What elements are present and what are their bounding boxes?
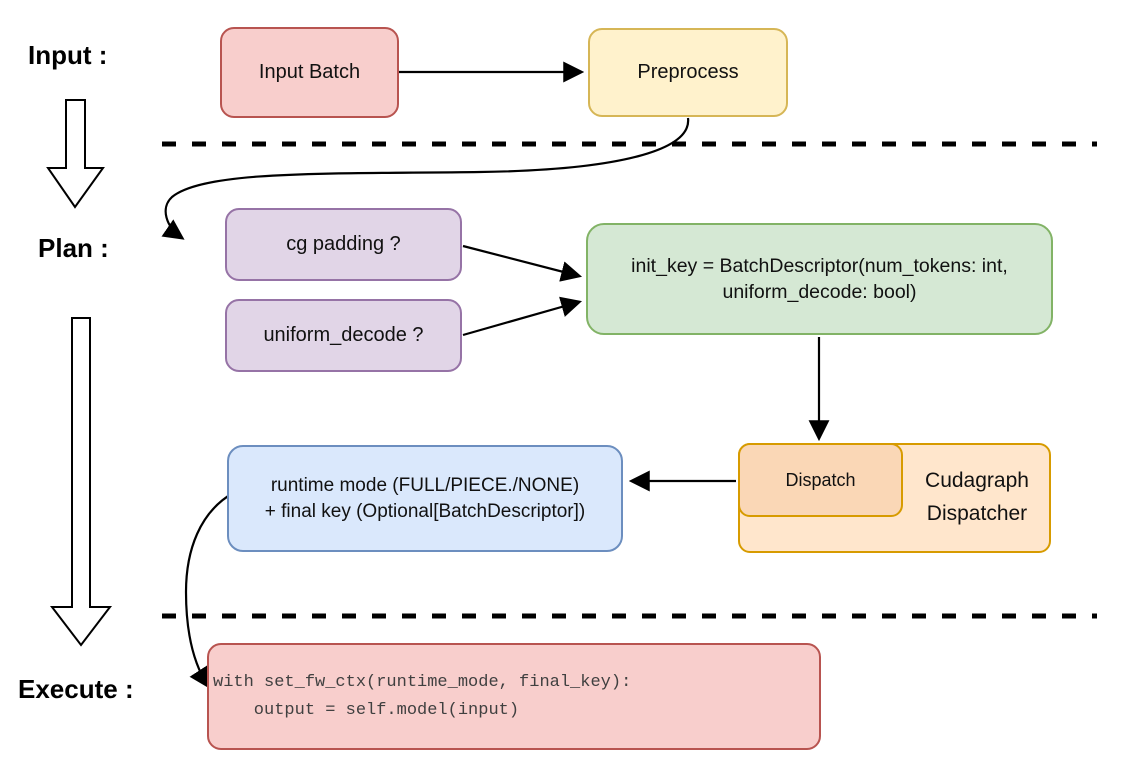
node-preprocess-label: Preprocess [637, 61, 739, 83]
node-runtime-mode-line2: + final key (Optional[BatchDescriptor]) [264, 500, 586, 522]
phase-label-input: Input : [28, 40, 108, 70]
node-input-batch: Input Batch [220, 27, 399, 118]
node-cudagraph-dispatcher-label: Cudagraph Dispatcher [903, 443, 1051, 553]
arrow-cg-padding-to-init-key [462, 244, 583, 282]
node-execute-code: with set_fw_ctx(runtime_mode, final_key)… [207, 643, 821, 750]
node-cg-padding-label: cg padding ? [286, 233, 401, 255]
node-uniform-decode: uniform_decode ? [225, 299, 462, 372]
node-preprocess: Preprocess [588, 28, 788, 117]
node-runtime-mode-line1: runtime mode (FULL/PIECE./NONE) [270, 474, 580, 496]
phase-label-plan: Plan : [38, 233, 109, 263]
cudagraph-dispatcher-line1: Cudagraph [925, 469, 1029, 493]
execute-code-line2: output = self.model(input) [213, 700, 520, 720]
node-init-key: init_key = BatchDescriptor(num_tokens: i… [586, 223, 1053, 335]
node-uniform-decode-label: uniform_decode ? [263, 324, 424, 346]
node-init-key-line1: init_key = BatchDescriptor(num_tokens: i… [631, 254, 1008, 277]
node-init-key-line2: uniform_decode: bool) [722, 281, 917, 303]
node-dispatch: Dispatch [738, 443, 903, 517]
cudagraph-dispatcher-line2: Dispatcher [926, 502, 1028, 525]
flow-down-arrow-plan-to-execute [49, 317, 113, 647]
phase-label-execute: Execute : [18, 674, 134, 704]
flow-down-arrow-input-to-plan [46, 99, 105, 209]
node-input-batch-label: Input Batch [258, 61, 361, 83]
execute-code-line1: with set_fw_ctx(runtime_mode, final_key)… [213, 673, 632, 693]
node-cg-padding: cg padding ? [225, 208, 462, 281]
node-dispatch-label: Dispatch [785, 469, 856, 490]
arrow-uniform-decode-to-init-key [462, 296, 583, 337]
node-runtime-mode: runtime mode (FULL/PIECE./NONE) + final … [227, 445, 623, 552]
